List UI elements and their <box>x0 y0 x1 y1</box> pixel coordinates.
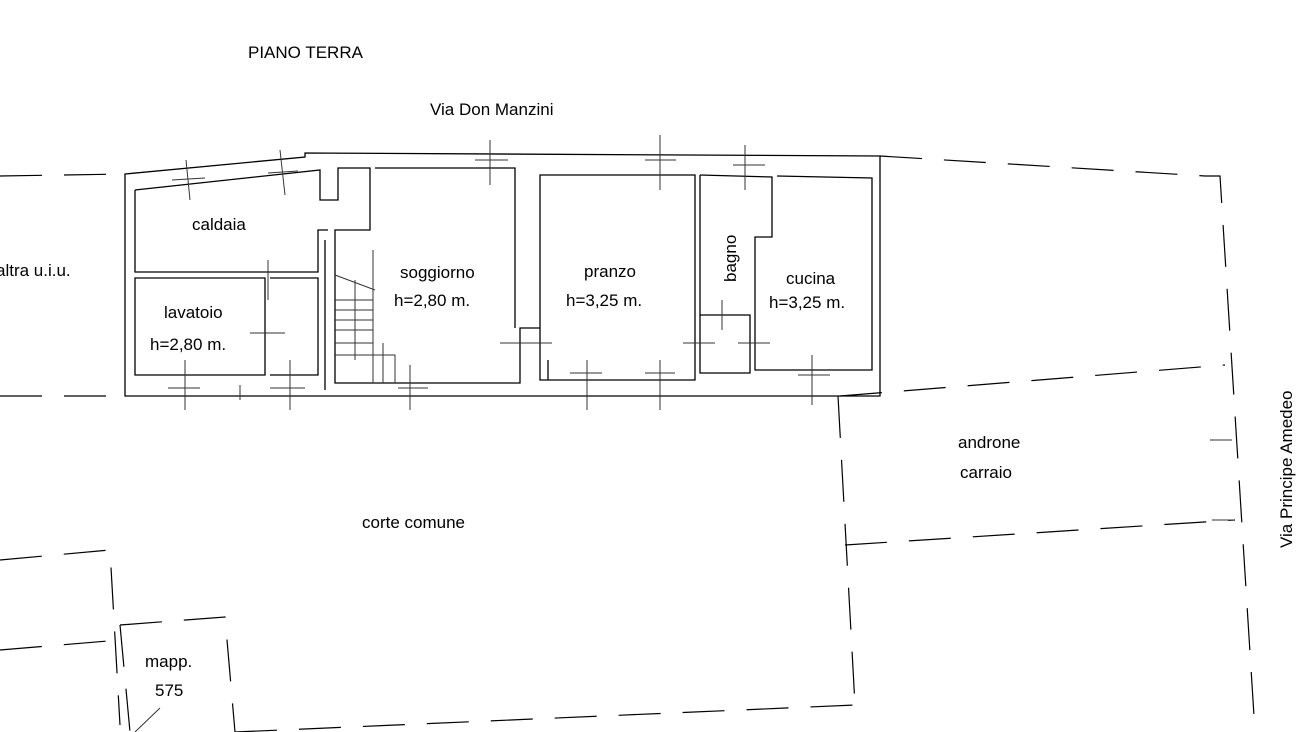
area-carraio: carraio <box>960 463 1012 482</box>
area-mapp-number: 575 <box>155 681 183 700</box>
room-cucina-height: h=3,25 m. <box>769 293 845 312</box>
room-lavatoio-height: h=2,80 m. <box>150 335 226 354</box>
street-east-label: Via Principe Amedeo <box>1277 390 1296 548</box>
room-caldaia-name: caldaia <box>192 215 246 234</box>
street-north-label: Via Don Manzini <box>430 100 553 119</box>
area-altra-uiu: altra u.i.u. <box>0 261 71 280</box>
property-boundaries <box>0 155 1256 732</box>
room-bagno-name: bagno <box>721 235 740 282</box>
area-corte-comune: corte comune <box>362 513 465 532</box>
room-lavatoio-name: lavatoio <box>164 303 223 322</box>
room-soggiorno-name: soggiorno <box>400 263 475 282</box>
room-soggiorno-height: h=2,80 m. <box>394 291 470 310</box>
plan-title: PIANO TERRA <box>248 43 364 62</box>
window-marks <box>168 135 830 410</box>
room-pranzo-height: h=3,25 m. <box>566 291 642 310</box>
area-mapp-label: mapp. <box>145 652 192 671</box>
room-pranzo-name: pranzo <box>584 262 636 281</box>
room-cucina-name: cucina <box>786 269 836 288</box>
area-androne: androne <box>958 433 1020 452</box>
staircase <box>334 250 396 383</box>
building-walls <box>124 152 881 397</box>
